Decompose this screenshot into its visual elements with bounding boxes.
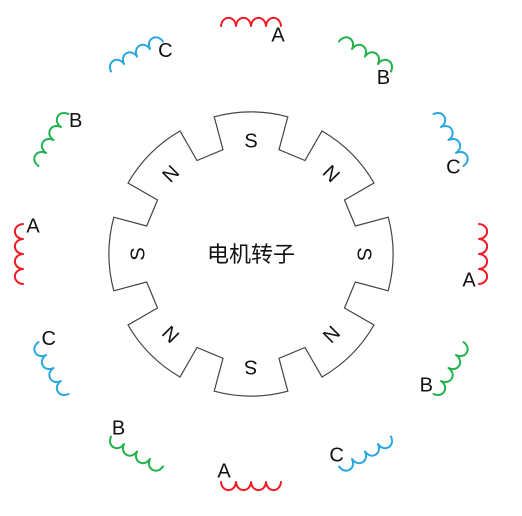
coil-bottom-left-b-winding xyxy=(109,435,164,472)
coil-top-a-label: A xyxy=(271,24,285,46)
coil-right-a-winding xyxy=(478,223,489,285)
coil-bottom-right-c xyxy=(338,435,393,472)
coil-top-a-winding xyxy=(220,16,282,27)
rotor-center-label: 电机转子 xyxy=(207,243,295,268)
coil-right-upper-c-winding xyxy=(432,112,469,167)
coil-left-lower-c xyxy=(33,341,70,396)
coil-top-left-c-label: C xyxy=(158,40,172,62)
coil-bottom-left-b-label: B xyxy=(112,418,125,440)
coil-top-a xyxy=(220,16,282,27)
pole-top-label: S xyxy=(244,130,257,152)
coil-right-a xyxy=(478,223,489,285)
coil-top-right-b-label: B xyxy=(377,67,390,89)
coil-right-lower-b-winding xyxy=(432,341,469,396)
coil-right-lower-b-label: B xyxy=(420,375,433,397)
coil-bottom-right-c-label: C xyxy=(329,445,343,467)
coil-left-upper-b-winding xyxy=(33,112,70,167)
pole-left-label: S xyxy=(127,247,149,260)
coil-left-a-label: A xyxy=(26,215,40,237)
pole-right-label: S xyxy=(353,247,375,260)
coil-left-upper-b-label: B xyxy=(69,110,82,132)
coil-bottom-a-label: A xyxy=(217,460,231,482)
coil-right-a-label: A xyxy=(462,269,476,291)
coil-right-lower-b xyxy=(432,341,469,396)
coil-top-right-b-winding xyxy=(338,36,393,73)
coil-left-lower-c-winding xyxy=(33,341,70,396)
coil-left-a xyxy=(13,223,24,285)
coil-top-left-c-winding xyxy=(109,36,164,73)
coil-bottom-right-c-winding xyxy=(338,435,393,472)
coil-bottom-a-winding xyxy=(220,481,282,492)
coil-left-a-winding xyxy=(13,223,24,285)
coil-bottom-left-b xyxy=(109,435,164,472)
coil-right-upper-c-label: C xyxy=(446,157,460,179)
coil-top-left-c xyxy=(109,36,164,73)
pole-bottom-label: S xyxy=(244,356,257,378)
coil-left-upper-b xyxy=(33,112,70,167)
coil-bottom-a xyxy=(220,481,282,492)
rotor-outline xyxy=(108,111,394,397)
coil-left-lower-c-label: C xyxy=(41,328,55,350)
stator-coils: A B C A B C A B C A B C xyxy=(13,16,489,492)
coil-top-right-b xyxy=(338,36,393,73)
coil-right-upper-c xyxy=(432,112,469,167)
